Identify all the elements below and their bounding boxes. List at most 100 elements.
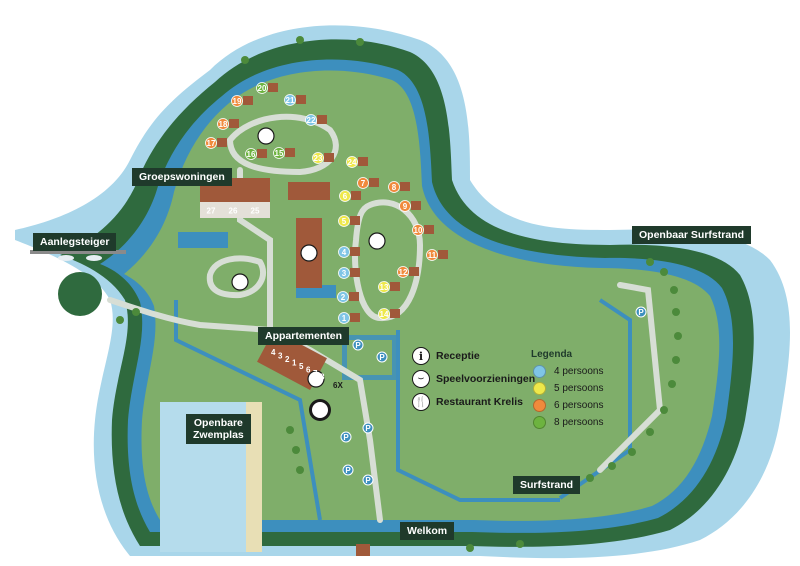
cabin-number: 23	[314, 154, 323, 163]
label-welkom: Welkom	[400, 522, 455, 540]
cabin-number: 19	[233, 97, 242, 106]
parking-symbol: P	[355, 341, 361, 350]
parking-symbol: P	[365, 476, 371, 485]
cabin-number: 16	[247, 150, 256, 159]
key-receptie: Receptie	[436, 350, 480, 362]
pond	[178, 232, 228, 248]
cabin-number: 17	[207, 139, 216, 148]
cabin-number: 2	[341, 293, 346, 302]
legend-swatch	[533, 399, 546, 412]
group-house-number: 27	[207, 207, 216, 216]
reception-marker	[307, 370, 325, 388]
cabin-12: 12	[397, 266, 419, 278]
apartment-number: 4	[271, 348, 276, 357]
cabin-number: 20	[258, 84, 267, 93]
legend-swatch	[533, 382, 546, 395]
legend-swatch	[533, 416, 546, 429]
cabin-number: 8	[392, 183, 397, 192]
channel	[396, 330, 560, 502]
cabin-14: 14	[378, 308, 400, 320]
legend-swatch	[533, 365, 546, 378]
apartment-number: 8	[320, 373, 325, 382]
cabin-number: 14	[380, 310, 389, 319]
legend-label: 8 persoons	[554, 417, 604, 428]
parking-symbol: P	[638, 308, 644, 317]
legend-label: 6 persoons	[554, 400, 604, 411]
parking-symbol: P	[379, 353, 385, 362]
boat	[86, 255, 102, 261]
parking-labels: P P P P P P P	[343, 308, 644, 485]
parking-symbol: P	[345, 466, 351, 475]
cabin-number: 18	[219, 120, 228, 129]
group-house-number: 26	[229, 207, 238, 216]
cabin-11: 11	[426, 249, 448, 261]
cabin-number: 13	[380, 283, 389, 292]
cabin-number: 24	[348, 158, 357, 167]
info-icon: i	[412, 347, 430, 365]
cutlery-icon: 🍴	[412, 393, 430, 411]
park-grass	[124, 70, 720, 521]
apartment-number: 6	[306, 366, 311, 375]
cabin-21: 21	[284, 94, 306, 106]
apartment-number: 5	[299, 362, 304, 371]
label-zwemplas-line2: Zwemplas	[193, 429, 244, 441]
cabin-4: 4	[338, 246, 360, 258]
restaurant-marker	[300, 244, 318, 262]
cabin-9: 9	[399, 200, 421, 212]
key-restaurant: Restaurant Krelis	[436, 396, 523, 408]
cabin-5: 5	[338, 215, 360, 227]
pond	[296, 285, 336, 298]
cabin-number: 5	[342, 217, 347, 226]
jetty	[30, 250, 126, 254]
cabin-13: 13	[378, 281, 400, 293]
trees	[116, 36, 682, 552]
label-openbaar-surfstrand: Openbaar Surfstrand	[632, 226, 752, 244]
label-openbare-zwemplas: Openbare Zwemplas	[186, 414, 251, 444]
parking-count-label: 6X	[333, 381, 343, 390]
legend-title: Legenda	[531, 349, 573, 360]
cabin-number: 10	[414, 226, 423, 235]
apartment-number: 1	[292, 359, 297, 368]
cabin-7: 7	[357, 177, 379, 189]
cabin-24: 24	[346, 156, 368, 168]
cabin-2: 2	[337, 291, 359, 303]
key-speelvoorzieningen: Speelvoorzieningen	[436, 373, 536, 385]
parking-markers	[340, 306, 647, 486]
cabin-number: 4	[342, 248, 347, 257]
cabin-17: 17	[205, 137, 227, 149]
label-surfstrand: Surfstrand	[513, 476, 581, 494]
cabin-18: 18	[217, 118, 239, 130]
cabin-15: 15	[273, 147, 295, 159]
swing-icon: ⌣	[412, 370, 430, 388]
parking-symbol: P	[343, 433, 349, 442]
cabin-number: 9	[403, 202, 408, 211]
cabin-1: 1	[338, 312, 360, 324]
cabin-number: 7	[361, 179, 366, 188]
apartment-number: 7	[313, 369, 318, 378]
boat	[58, 255, 74, 261]
cabin-23: 23	[312, 152, 334, 164]
label-zwemplas-line1: Openbare	[193, 417, 243, 429]
parking-symbol: P	[365, 424, 371, 433]
channel	[558, 298, 632, 500]
apartment-number: 2	[285, 355, 290, 364]
legend-label: 5 persoons	[554, 383, 604, 394]
cabin-number: 6	[343, 192, 348, 201]
cabin-10: 10	[412, 224, 434, 236]
peninsula	[58, 272, 102, 316]
cabin-20: 20	[256, 82, 278, 94]
legend-item: 5 persoons	[533, 382, 603, 395]
cabin-number: 3	[342, 269, 347, 278]
legend-item: 6 persoons	[533, 399, 603, 412]
playground-markers	[231, 127, 386, 291]
label-groepswoningen: Groepswoningen	[132, 168, 232, 186]
cabin-number: 11	[428, 251, 437, 260]
cabin-number: 21	[286, 96, 295, 105]
cabin-19: 19	[231, 95, 253, 107]
label-aanlegsteiger: Aanlegsteiger	[33, 233, 117, 251]
legend-item: 8 persoons	[533, 416, 603, 429]
cabin-number: 12	[399, 268, 408, 277]
